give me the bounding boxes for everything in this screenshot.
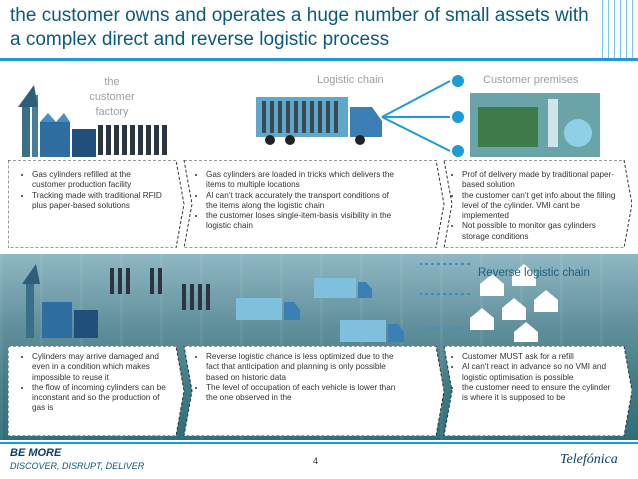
bottom-col1-bullets: Cylinders may arrive damaged and even in… — [22, 352, 172, 414]
bullet: Customer MUST ask for a refill — [462, 352, 614, 362]
bullet: Tracking made with traditional RFID plus… — [32, 191, 162, 212]
premises-photo — [470, 93, 600, 157]
bottom-chevron-row — [8, 346, 632, 436]
return-arrows — [420, 263, 470, 329]
bullet: Cylinders may arrive damaged and even in… — [32, 352, 172, 383]
bullet: The level of occupation of each vehicle … — [206, 383, 396, 404]
bottom-col3-bullets: Customer MUST ask for a refill Al can't … — [452, 352, 614, 403]
factory-icon — [18, 85, 96, 157]
title-divider — [0, 58, 638, 61]
reverse-logistic-label: Reverse logistic chain — [478, 267, 590, 279]
brand-logo: Telefónica — [560, 452, 618, 467]
distribution-arrows — [381, 80, 451, 152]
decorative-lines — [600, 0, 634, 58]
factory-label: the customer factory — [89, 76, 135, 118]
bullet: Prof of delivery made by traditional pap… — [462, 170, 620, 191]
top-col1-bullets: Gas cylinders refilled at the customer p… — [22, 170, 162, 211]
bullet: Al can’t track accurately the transport … — [206, 191, 396, 212]
bullet: Al can't react in advance so no VMI and … — [462, 362, 614, 383]
top-col3-bullets: Prof of delivery made by traditional pap… — [452, 170, 620, 242]
cylinders-icon — [110, 268, 210, 310]
top-chevron-row — [8, 160, 632, 248]
bullet: Not possible to monitor gas cylinders st… — [462, 221, 620, 242]
top-illustrations — [18, 75, 600, 157]
bullet: Gas cylinders refilled at the customer p… — [32, 170, 162, 191]
top-col2-bullets: Gas cylinders are loaded in tricks which… — [196, 170, 396, 232]
truck-icon — [256, 97, 382, 145]
cylinders-icon — [98, 125, 167, 155]
footer-tagline: DISCOVER, DISRUPT, DELIVER — [10, 461, 145, 471]
customer-premises-label: Customer premises — [483, 74, 579, 86]
bullet: the customer loses single-item-basis vis… — [206, 211, 396, 232]
footer-slogan: BE MORE — [10, 447, 62, 459]
footer-divider — [0, 442, 638, 444]
truck-icon — [236, 278, 404, 342]
bottom-col2-bullets: Reverse logistic chance is less optimize… — [196, 352, 396, 403]
house-icons — [470, 264, 558, 342]
bullet: the flow of incoming cylinders can be in… — [32, 383, 172, 414]
bullet: the customer can’t get info about the fi… — [462, 191, 620, 222]
page-number: 4 — [313, 456, 319, 466]
bottom-illustrations — [22, 263, 558, 342]
bullet: the customer need to ensure the cylinder… — [462, 383, 614, 404]
logistic-chain-label: Logistic chain — [317, 74, 384, 86]
factory-icon — [22, 264, 98, 338]
bullet: Gas cylinders are loaded in tricks which… — [206, 170, 396, 191]
bullet: Reverse logistic chance is less optimize… — [206, 352, 396, 383]
slide-title: the customer owns and operates a huge nu… — [10, 5, 589, 50]
